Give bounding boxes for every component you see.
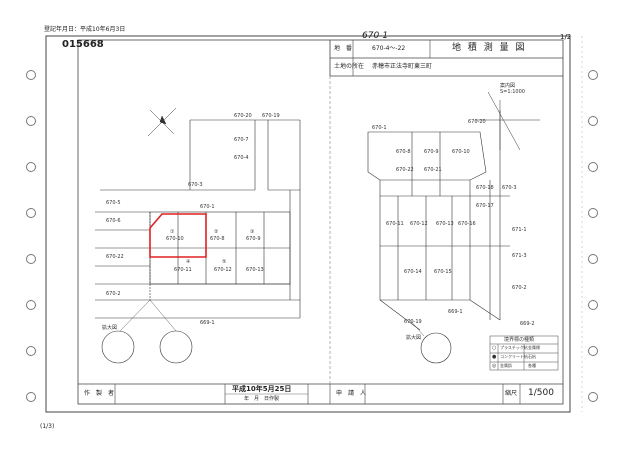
legend-mark: ○ [492,345,497,351]
punch-hole [588,162,598,172]
legend-type: 金属鋲 [500,363,512,368]
scale-value: 1/500 [528,388,554,398]
lot-label: 670-3 [188,182,203,188]
location-map-scale: S=1:1000 [500,89,525,95]
lot-label: 670-13 [436,221,454,227]
lot-label: 670-10 [452,149,470,155]
lot-label: 670-2 [106,291,121,297]
punch-hole [26,346,36,356]
lot-label: 671-3 [512,253,527,259]
lot-label: 670-15 [434,269,452,275]
detail-label: 拡大図 [102,325,118,331]
location-value: 赤穂市正法寺町東三町 [372,63,433,70]
parcel-number: ① [170,229,175,235]
lot-label: 670-7 [234,137,249,143]
lot-label: 670-1 [200,204,215,210]
legend-text: 石杭 [528,354,536,359]
lot-label: 670-13 [246,267,264,273]
punch-hole [588,300,598,310]
punch-hole [26,70,36,80]
survey-date: 平成10年5月25日 [232,385,292,393]
lot-label: 670-12 [214,267,232,273]
lot-label: 670-19 [262,113,280,119]
lot-label: 670-8 [396,149,411,155]
punch-hole [588,116,598,126]
survey-date-sub: 年 月 日作製 [244,396,280,402]
print-note: 登記年月日：平成10年6月3日 [44,26,126,33]
parcel-number: ⑤ [222,259,227,265]
legend-title: 境界標の種類 [504,337,535,343]
legend-type: コンクリート杭 [500,354,528,359]
punch-hole [26,162,36,172]
punch-hole [588,70,598,80]
survey-title: 地 積 測 量 図 [452,43,527,53]
parcel-number: ④ [186,259,191,265]
lot-label: 669-1 [200,320,215,326]
lot-label: 670-11 [174,267,192,273]
lot-label: 670-16 [458,221,476,227]
applicant-label: 申 請 人 [336,390,367,397]
legend-mark: ◎ [492,363,497,369]
legend-text: 各種 [528,363,536,368]
lot-label: 670-14 [404,269,422,275]
lot-label: 670-4 [234,155,249,161]
lot-label: 670-22 [106,254,124,260]
punch-hole [26,392,36,402]
location-map-label: 案内図 [500,83,516,89]
legend-type: プラスチック杭 [500,345,528,350]
lot-label: 670-20 [234,113,252,119]
legend-text: 金属標 [528,345,540,350]
lot-label: 670-18 [476,185,494,191]
handwritten-lot: 670-1 [362,31,389,41]
lot-label: 669-2 [520,321,535,327]
lot-value: 670-4～-22 [372,45,406,52]
lot-label: 670-22 [396,167,414,173]
north-arrow-left [147,107,177,137]
location-label: 土地の所在 [334,63,365,70]
creator-label: 作 製 者 [84,390,115,397]
lot-label: 670-12 [410,221,428,227]
page-number: (1/3) [40,423,55,430]
lot-label: 地 番 [334,45,353,52]
lot-label: 670-3 [502,185,517,191]
corner-mark: 1/2 [560,33,572,41]
lot-label: 670-21 [424,167,442,173]
parcel-number: ③ [250,229,255,235]
punch-hole [588,346,598,356]
lot-label: 670-1 [372,125,387,131]
lot-label: 670-10 [166,236,184,242]
scale-label: 縮尺 [505,390,518,397]
lot-label: 669-1 [448,309,463,315]
lot-label: 670-2 [512,285,527,291]
lot-label: 670-8 [210,236,225,242]
punch-hole [588,208,598,218]
lot-label: 670-9 [246,236,261,242]
punch-hole [26,300,36,310]
lot-label: 671-1 [512,227,527,233]
parcel-number: ② [214,229,219,235]
lot-label: 670-19 [404,319,422,325]
punch-hole [588,392,598,402]
punch-hole [588,254,598,264]
lot-label: 670-17 [476,203,494,209]
legend-mark: ● [492,354,497,360]
punch-hole [26,116,36,126]
lot-label: 670-9 [424,149,439,155]
punch-hole [26,208,36,218]
lot-label: 670-5 [106,200,121,206]
lot-label: 670-20 [468,119,486,125]
punch-hole [26,254,36,264]
serial-number: 015668 [62,39,104,50]
detail-label: 拡大図 [406,335,422,341]
lot-label: 670-11 [386,221,404,227]
lot-label: 670-6 [106,218,121,224]
